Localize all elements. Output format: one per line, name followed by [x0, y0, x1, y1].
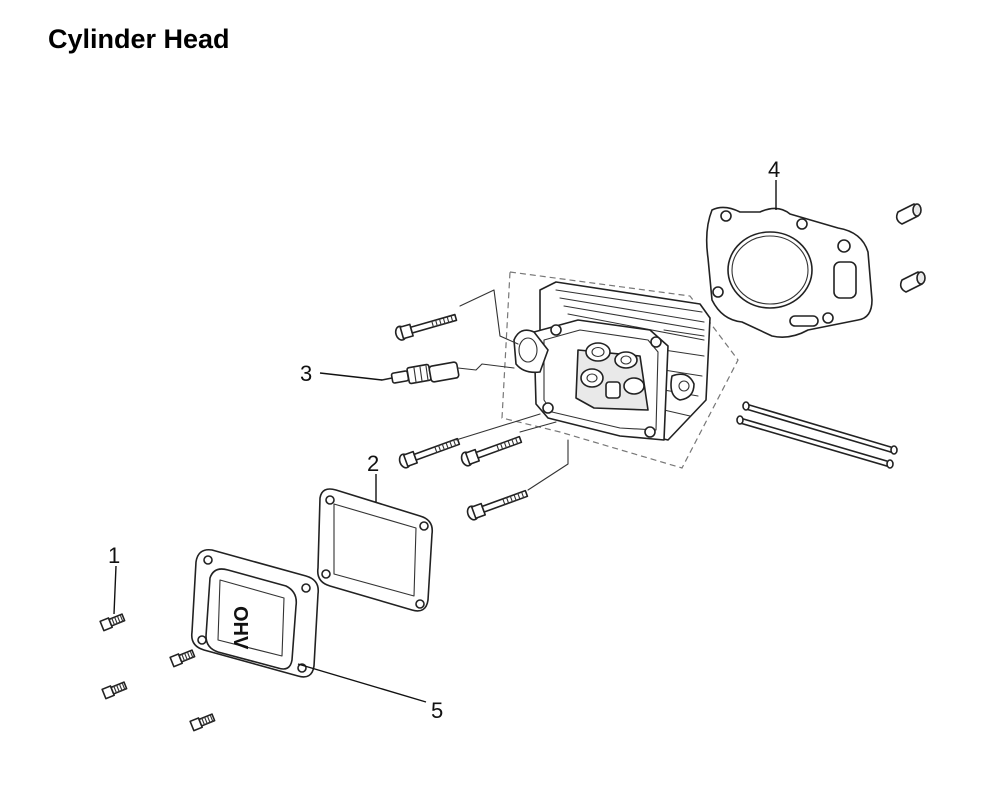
cover-bolt	[101, 679, 128, 700]
push-rod	[742, 401, 898, 455]
callout-2: 2	[367, 451, 379, 476]
dowel-pin	[899, 271, 926, 293]
cover-bolt	[169, 647, 196, 668]
ohv-marking: OHV	[229, 606, 251, 650]
page-title: Cylinder Head	[48, 24, 230, 54]
head-bolt	[393, 309, 459, 343]
cylinder-head	[513, 281, 711, 441]
callout-leader-3	[319, 372, 383, 381]
cover-bolt	[99, 611, 126, 632]
callout-1: 1	[108, 543, 120, 568]
callout-leader-5	[297, 663, 427, 703]
valve-cover: OHV	[190, 548, 320, 678]
assembly-boundary	[501, 271, 739, 469]
callout-3: 3	[300, 361, 312, 386]
dowel-pin	[895, 203, 922, 225]
head-bolt	[458, 432, 524, 469]
spark-plug	[381, 361, 515, 385]
valve-cover-gasket	[316, 488, 434, 612]
callout-leader-1	[113, 565, 117, 615]
cover-bolt	[189, 711, 216, 732]
head-gasket	[705, 206, 873, 338]
callout-4: 4	[768, 157, 780, 182]
head-bolt	[396, 434, 462, 471]
push-rod	[736, 415, 894, 469]
callout-5: 5	[431, 698, 443, 723]
head-bolt	[464, 486, 530, 523]
